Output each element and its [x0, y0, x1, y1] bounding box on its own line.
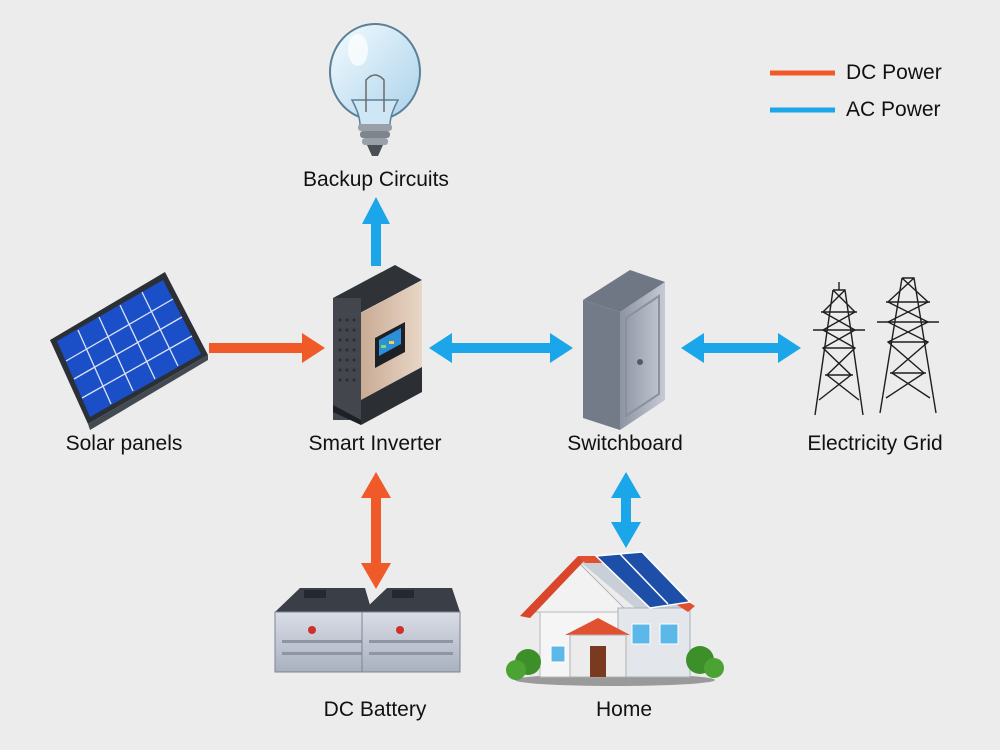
smart-inverter-label: Smart Inverter — [308, 432, 442, 455]
dc-battery-label: DC Battery — [323, 698, 427, 721]
arrow-switchboard-home — [611, 472, 641, 548]
battery-icon — [274, 588, 461, 673]
legend-ac-label: AC Power — [846, 98, 941, 121]
switchboard-icon — [583, 270, 665, 430]
solar-panels-label: Solar panels — [65, 432, 183, 455]
backup-circuits-label: Backup Circuits — [303, 168, 449, 191]
arrow-inverter-switchboard — [429, 333, 573, 363]
house-icon — [506, 551, 724, 686]
inverter-icon — [333, 265, 422, 425]
light-bulb-icon — [329, 23, 421, 156]
legend-dc-label: DC Power — [846, 61, 942, 84]
arrow-solar-to-inverter — [209, 333, 325, 363]
switchboard-label: Switchboard — [567, 432, 683, 455]
arrow-inverter-battery — [361, 472, 391, 589]
arrow-switchboard-grid — [681, 333, 801, 363]
solar-panel-icon — [50, 272, 208, 430]
home-label: Home — [595, 698, 653, 721]
power-tower-icon — [813, 277, 939, 416]
electricity-grid-label: Electricity Grid — [807, 432, 943, 455]
arrow-inverter-to-backup — [362, 197, 390, 266]
